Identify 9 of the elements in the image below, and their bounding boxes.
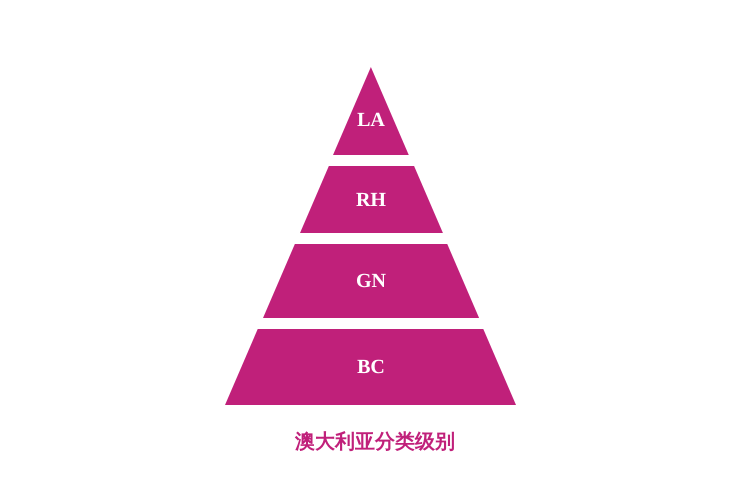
tier-label: BC	[356, 355, 386, 379]
tier-label: LA	[356, 108, 386, 132]
tier-label: RH	[354, 188, 387, 212]
tier-label: GN	[354, 269, 387, 293]
pyramid-tier	[300, 166, 442, 233]
caption: 澳大利亚分类级别	[294, 428, 456, 455]
pyramid-tier	[225, 329, 516, 405]
pyramid-triangle	[333, 67, 409, 155]
pyramid-tier	[262, 244, 480, 318]
